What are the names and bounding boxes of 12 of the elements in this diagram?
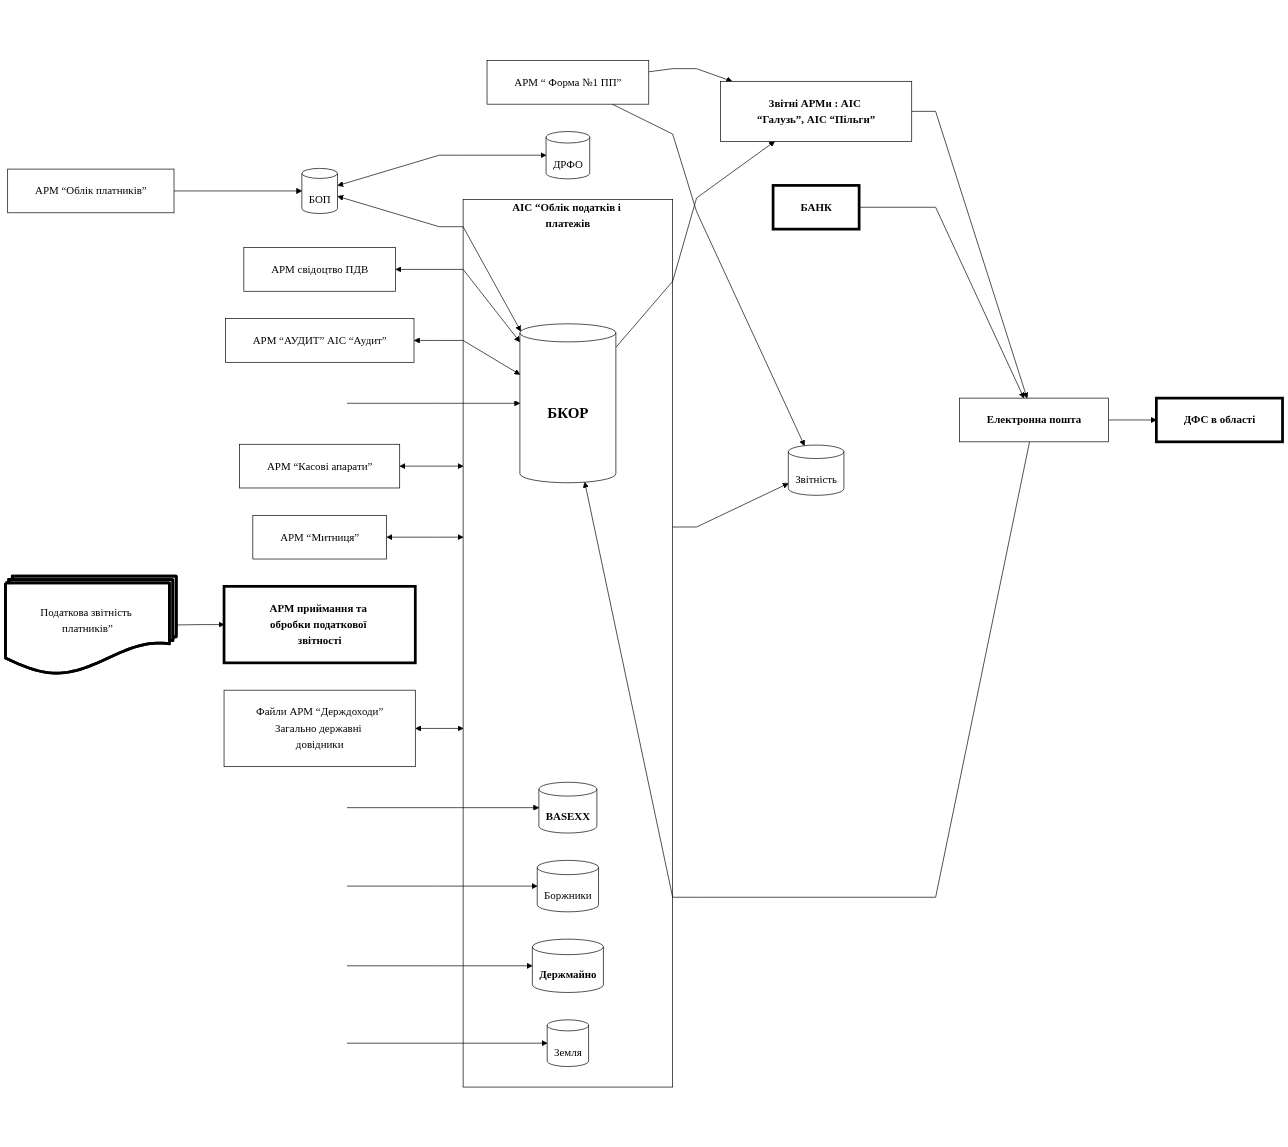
node-box: Файли АРМ “Держдоходи” Загально державні довідники: [223, 689, 416, 767]
node-box: АРМ приймання та обробки податкової звітності: [222, 584, 417, 664]
node-box: АРМ “Митниця”: [252, 514, 387, 560]
node-box: ДФС в області: [1155, 396, 1284, 443]
node-box: Звітні АРМи : АІС “Галузь”, АІС “Пільги”: [720, 80, 913, 142]
node-box: АРМ свідоцтво ПДВ: [243, 246, 396, 292]
node-box: БАНК: [771, 183, 861, 231]
node-box: АРМ “Касові апарати”: [239, 443, 401, 489]
node-box: АРМ “АУДИТ” АІС “Аудит”: [225, 318, 415, 363]
node-box: АРМ “Облік платників”: [7, 168, 175, 213]
node-box: Електронна пошта: [959, 397, 1109, 442]
node-box: АРМ “ Форма №1 ПП”: [486, 59, 650, 105]
